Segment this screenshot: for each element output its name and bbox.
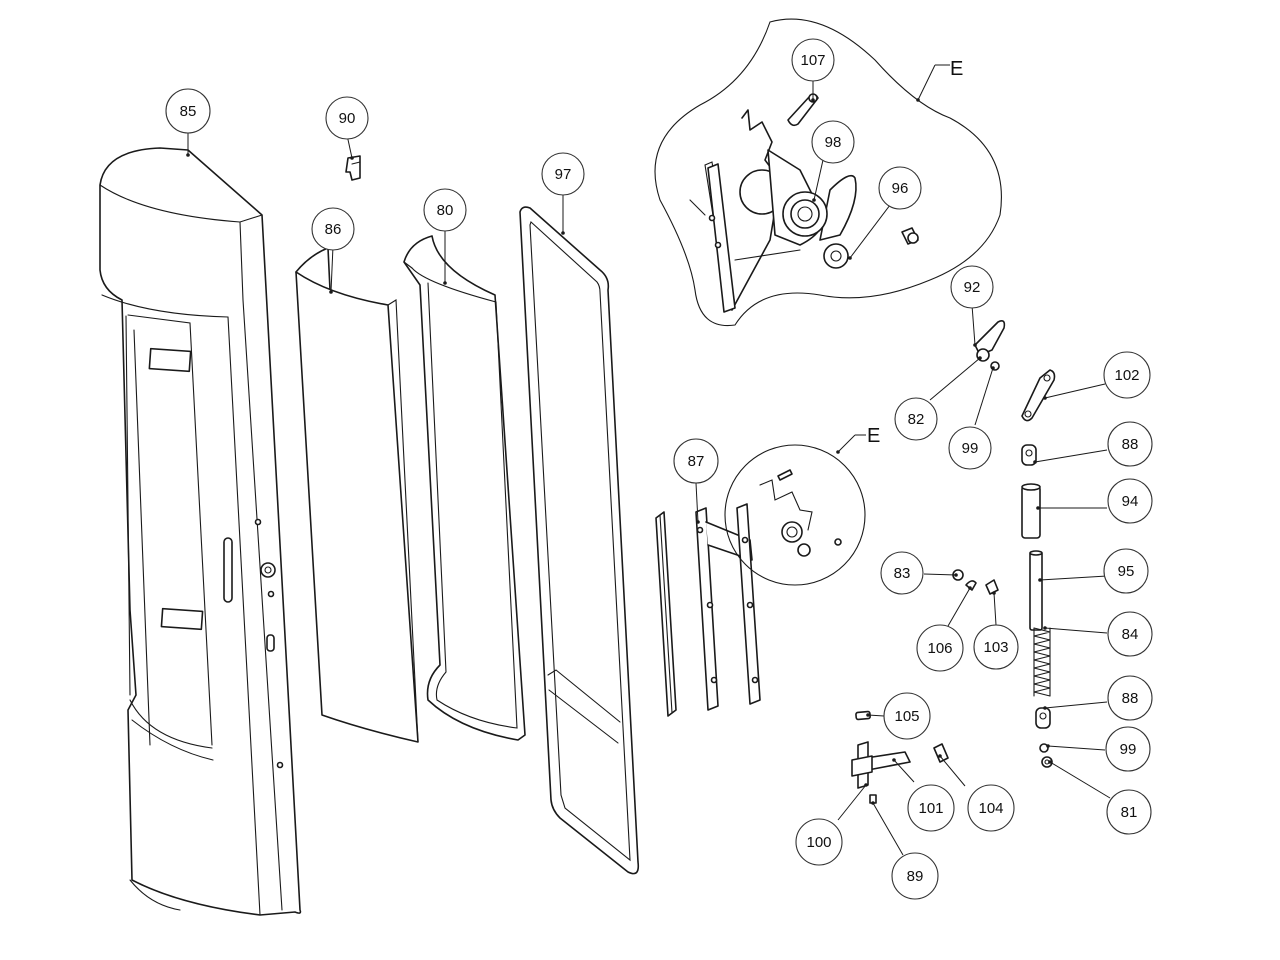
callout-97: 97	[541, 152, 585, 196]
callout-number: 103	[983, 639, 1008, 656]
callout-80: 80	[423, 188, 467, 232]
callout-number: 84	[1122, 626, 1139, 643]
callout-85: 85	[165, 88, 211, 134]
callout-number: 99	[1120, 741, 1137, 758]
detail-label-ref: E	[867, 425, 880, 447]
callout-number: 86	[325, 221, 342, 238]
part-97-frame	[519, 206, 640, 875]
callout-number: 88	[1122, 436, 1139, 453]
callout-86: 86	[311, 207, 355, 251]
callout-number: 82	[908, 411, 925, 428]
callout-number: 88	[1122, 690, 1139, 707]
part-84-spring	[1033, 627, 1051, 697]
callout-88-bottom: 88	[1107, 675, 1153, 721]
callout-number: 80	[437, 202, 454, 219]
callout-105: 105	[883, 692, 931, 740]
part-90-clip	[345, 155, 361, 181]
callout-95: 95	[1103, 548, 1149, 594]
callout-number: 96	[892, 180, 909, 197]
callout-number: 87	[688, 453, 705, 470]
part-99-81-bottom	[1039, 743, 1053, 768]
callout-90: 90	[325, 96, 369, 140]
detail-label-main: E	[950, 58, 963, 80]
part-87-rails	[655, 503, 761, 717]
part-104-nut	[933, 743, 949, 763]
callout-number: 100	[806, 834, 831, 851]
callout-104: 104	[967, 784, 1015, 832]
callout-98: 98	[811, 120, 855, 164]
callout-88-top: 88	[1107, 421, 1153, 467]
callout-84: 84	[1107, 611, 1153, 657]
detail-e-reference	[724, 444, 866, 586]
callout-106: 106	[916, 624, 964, 672]
part-94-cylinder	[1021, 483, 1041, 539]
callout-number: 106	[927, 640, 952, 657]
part-85-housing	[99, 147, 302, 916]
callout-number: 81	[1121, 804, 1138, 821]
callout-83: 83	[880, 551, 924, 595]
part-101-t-handle	[851, 741, 911, 804]
callout-92: 92	[950, 265, 994, 309]
callout-87: 87	[673, 438, 719, 484]
part-86-curved-panel	[295, 247, 419, 743]
callout-number: 101	[918, 800, 943, 817]
callout-94: 94	[1107, 478, 1153, 524]
callout-103: 103	[973, 624, 1019, 670]
callout-99-top: 99	[948, 426, 992, 470]
callout-number: 105	[894, 708, 919, 725]
callout-number: 94	[1122, 493, 1139, 510]
callout-number: 83	[894, 565, 911, 582]
callout-107: 107	[791, 38, 835, 82]
callout-number: 95	[1118, 563, 1135, 580]
callout-89: 89	[891, 852, 939, 900]
callout-102: 102	[1103, 351, 1151, 399]
callout-number: 85	[180, 103, 197, 120]
part-80-curved-frame	[403, 235, 526, 741]
callout-81: 81	[1106, 789, 1152, 835]
callout-number: 92	[964, 279, 981, 296]
callout-number: 97	[555, 166, 572, 183]
detail-e-main	[654, 18, 1002, 327]
callout-number: 90	[339, 110, 356, 127]
callout-number: 99	[962, 440, 979, 457]
callout-number: 89	[907, 868, 924, 885]
callout-99-bottom: 99	[1105, 726, 1151, 772]
leader-lines	[186, 64, 1111, 856]
callout-100: 100	[795, 818, 843, 866]
callout-number: 107	[800, 52, 825, 69]
callout-82: 82	[894, 397, 938, 441]
callout-number: 104	[978, 800, 1003, 817]
callout-96: 96	[878, 166, 922, 210]
parts-83-106-103	[952, 569, 999, 595]
callout-number: 98	[825, 134, 842, 151]
part-88-top	[1021, 444, 1037, 466]
callout-number: 102	[1114, 367, 1139, 384]
part-102-link	[1021, 369, 1056, 422]
part-95-rod	[1029, 550, 1043, 631]
part-92-lever	[974, 320, 1006, 371]
part-88-bottom	[1035, 707, 1051, 729]
callout-101: 101	[907, 784, 955, 832]
